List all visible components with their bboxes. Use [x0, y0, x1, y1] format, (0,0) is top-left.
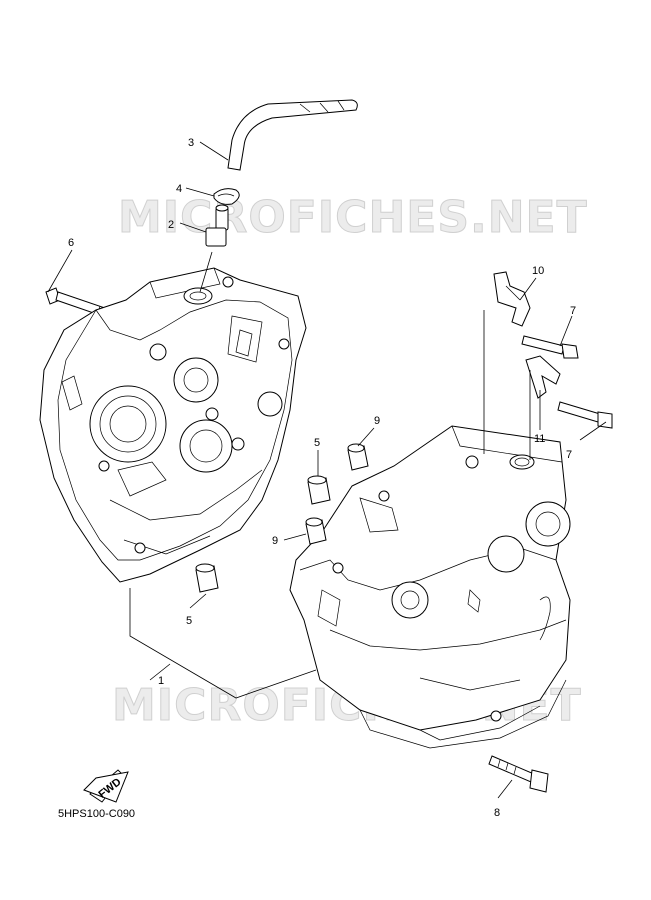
left-crankcase[interactable] [39, 267, 307, 583]
callout-11: 11 [534, 433, 545, 445]
callout-6: 6 [68, 237, 74, 249]
part-11-clamp[interactable] [525, 355, 561, 399]
part-9-dowel-pin-lower[interactable] [305, 517, 327, 545]
callout-2: 2 [168, 219, 174, 231]
watermark-top: MICROFICHES.NET [118, 192, 588, 243]
callout-8: 8 [494, 807, 500, 819]
leader-lines [47, 141, 607, 799]
right-crankcase[interactable] [289, 425, 571, 749]
part-10-bracket[interactable] [493, 271, 531, 327]
part-5-dowel-pin-lower[interactable] [195, 563, 219, 593]
part-5-dowel-pin-upper[interactable] [307, 475, 331, 505]
part-7-bolt-upper[interactable] [521, 335, 579, 359]
diagram-code: 5HPS100-C090 [58, 808, 136, 820]
callout-3: 3 [188, 137, 194, 149]
callout-9-lower: 9 [272, 535, 278, 547]
callout-7-upper: 7 [570, 305, 576, 317]
callout-4: 4 [176, 183, 182, 195]
callout-5-lower: 5 [186, 615, 192, 627]
part-8-bolt[interactable] [488, 755, 549, 793]
callout-9-upper: 9 [374, 415, 380, 427]
callout-7-lower: 7 [566, 449, 572, 461]
part-2-pipe-fitting[interactable] [205, 204, 229, 247]
callout-1: 1 [158, 675, 164, 687]
callout-5-upper: 5 [314, 437, 320, 449]
part-9-dowel-pin-upper[interactable] [347, 443, 369, 471]
part-7-bolt-lower[interactable] [557, 401, 613, 429]
part-4-clip[interactable] [213, 188, 240, 205]
fwd-arrow-icon: FWD [83, 769, 129, 803]
part-3-breather-hose[interactable] [227, 99, 358, 171]
callout-10: 10 [532, 265, 544, 277]
